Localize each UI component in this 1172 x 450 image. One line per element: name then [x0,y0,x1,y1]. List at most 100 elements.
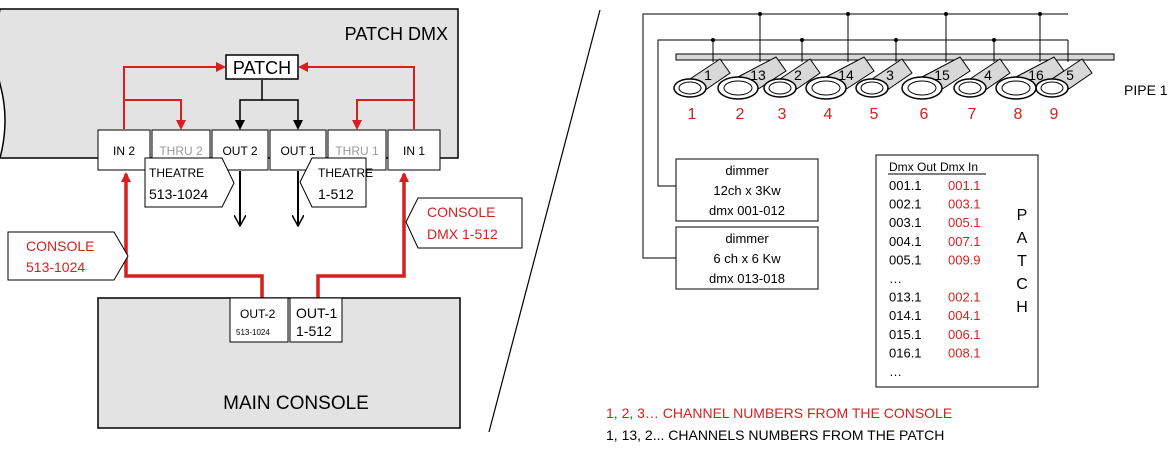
internal-patch-arrows [123,62,415,130]
table-header-in: Dmx In [940,160,978,174]
patch-dmx-box [0,8,459,159]
dmx-in-cell: 003.1 [948,197,981,212]
fixture-7: 47 [953,58,1011,123]
fixture-patch-number: 5 [1066,67,1074,83]
table-row: … [889,271,902,286]
patch-side-letter: A [1017,230,1028,247]
theatre-1-line2: 1-512 [318,186,354,202]
console-left-tag [7,231,129,281]
fixture-patch-number: 15 [934,67,950,83]
fixture-lens-inner [678,81,702,95]
dimmer-2-box [675,226,819,290]
theatre-2-line1: THEATRE [149,166,204,180]
port-in1-label: IN 1 [403,144,425,158]
dmx-in-cell: 005.1 [948,215,981,230]
port-in2 [97,129,151,171]
port-out2-label: OUT 2 [222,144,257,158]
out1-line1: OUT-1 [296,305,337,321]
fixture-lens [805,76,847,100]
fixture-lens-inner [768,81,792,95]
pipe-bar [675,53,1115,61]
dmx-in-cell: 001.1 [948,178,981,193]
table-row: … [889,364,902,379]
fixture-lens-inner [1001,80,1031,96]
dmx-out-cell: 001.1 [889,178,922,193]
fixture-3: 23 [763,58,821,123]
patch-dmx-title: PATCH DMX [345,24,448,44]
fixture-patch-number: 16 [1028,67,1044,83]
dmx-out-cell: 014.1 [889,308,922,323]
console-left-line2: 513-1024 [26,259,85,275]
dimmer-1-line1: dimmer [725,163,769,178]
fixture-console-number: 8 [1014,106,1023,123]
patch-side-letter: T [1017,253,1027,270]
patch-label-box [225,54,299,80]
table-row: 015.1 006.1 [889,327,981,342]
fixture-lens-inner [958,81,982,95]
dmx-out-cell: 004.1 [889,234,922,249]
patch-side-letter: C [1016,276,1028,293]
dmx-out-cell: … [889,271,902,286]
fixture-console-number: 9 [1050,106,1059,123]
fixture-4: 144 [805,56,875,123]
legend-console-channels: 1, 2, 3… CHANNEL NUMBERS FROM THE CONSOL… [606,405,952,421]
dmx-out-cell: 015.1 [889,327,922,342]
fixture-lens-inner [907,80,937,96]
dmx-in-cell: 004.1 [948,308,981,323]
table-row: 003.1 005.1 [889,215,981,230]
patch-label: PATCH [233,58,291,78]
fixture-console-number: 7 [968,106,977,123]
dimmer-1-line3: dmx 001-012 [709,203,785,218]
legend-patch-channels: 1, 13, 2... CHANNELS NUMBERS FROM THE PA… [606,427,944,443]
dmx-in-cell: 009.9 [948,252,981,267]
fixture-9: 59 [1035,58,1093,123]
pipe-rig: PIPE 1 [675,53,1168,98]
dimmer-2-line1: dimmer [725,231,769,246]
patch-side-letter: P [1017,207,1028,224]
fixture-patch-number: 2 [794,67,802,83]
dmx-out-cell: 013.1 [889,290,922,305]
fixture-console-number: 6 [920,106,929,123]
port-in1 [387,129,441,171]
fixture-console-number: 5 [870,106,879,123]
fixture-patch-number: 3 [886,67,894,83]
theatre-1-tag [299,157,367,208]
divider-line [488,9,601,433]
fixture-patch-number: 13 [750,67,766,83]
patch-table-box [875,154,1039,388]
patch-side-letters: PATCH [1016,207,1028,316]
dmx-out-cell: 003.1 [889,215,922,230]
fixture-lens-inner [723,80,753,96]
port-in2-label: IN 2 [113,144,135,158]
fixture-lens [717,76,759,100]
dmx-cabling [642,13,1069,259]
dimmer-1-line2: 12ch x 3Kw [713,183,781,198]
main-console-label: MAIN CONSOLE [223,393,369,414]
fixture-5: 35 [855,58,913,123]
fixture-lens-inner [811,80,841,96]
fixture-lens-inner [860,81,884,95]
console-right-line2: DMX 1-512 [427,226,498,242]
patch-dmx-unit: PATCH DMX [0,8,459,159]
cable-junctions [711,12,1042,42]
dmx-out-cell: 016.1 [889,345,922,360]
fixture-6: 15 6 [901,56,971,123]
dmx-out-cell: … [889,364,902,379]
port-thru2-label: THRU 2 [159,144,203,158]
table-row: 001.1 001.1 [889,178,981,193]
dmx-in-cell: 008.1 [948,345,981,360]
console-right-tag [405,197,523,249]
dmx-out-cell: 002.1 [889,197,922,212]
console-feed-lines [121,172,409,298]
out2-box [229,297,289,343]
theatre-2-line2: 513-1024 [149,186,208,202]
table-row: 014.1 004.1 [889,308,981,323]
dmx-in-cell: 006.1 [948,327,981,342]
dimmer-2-line3: dmx 013-018 [709,271,785,286]
fixture-lens [901,76,943,100]
